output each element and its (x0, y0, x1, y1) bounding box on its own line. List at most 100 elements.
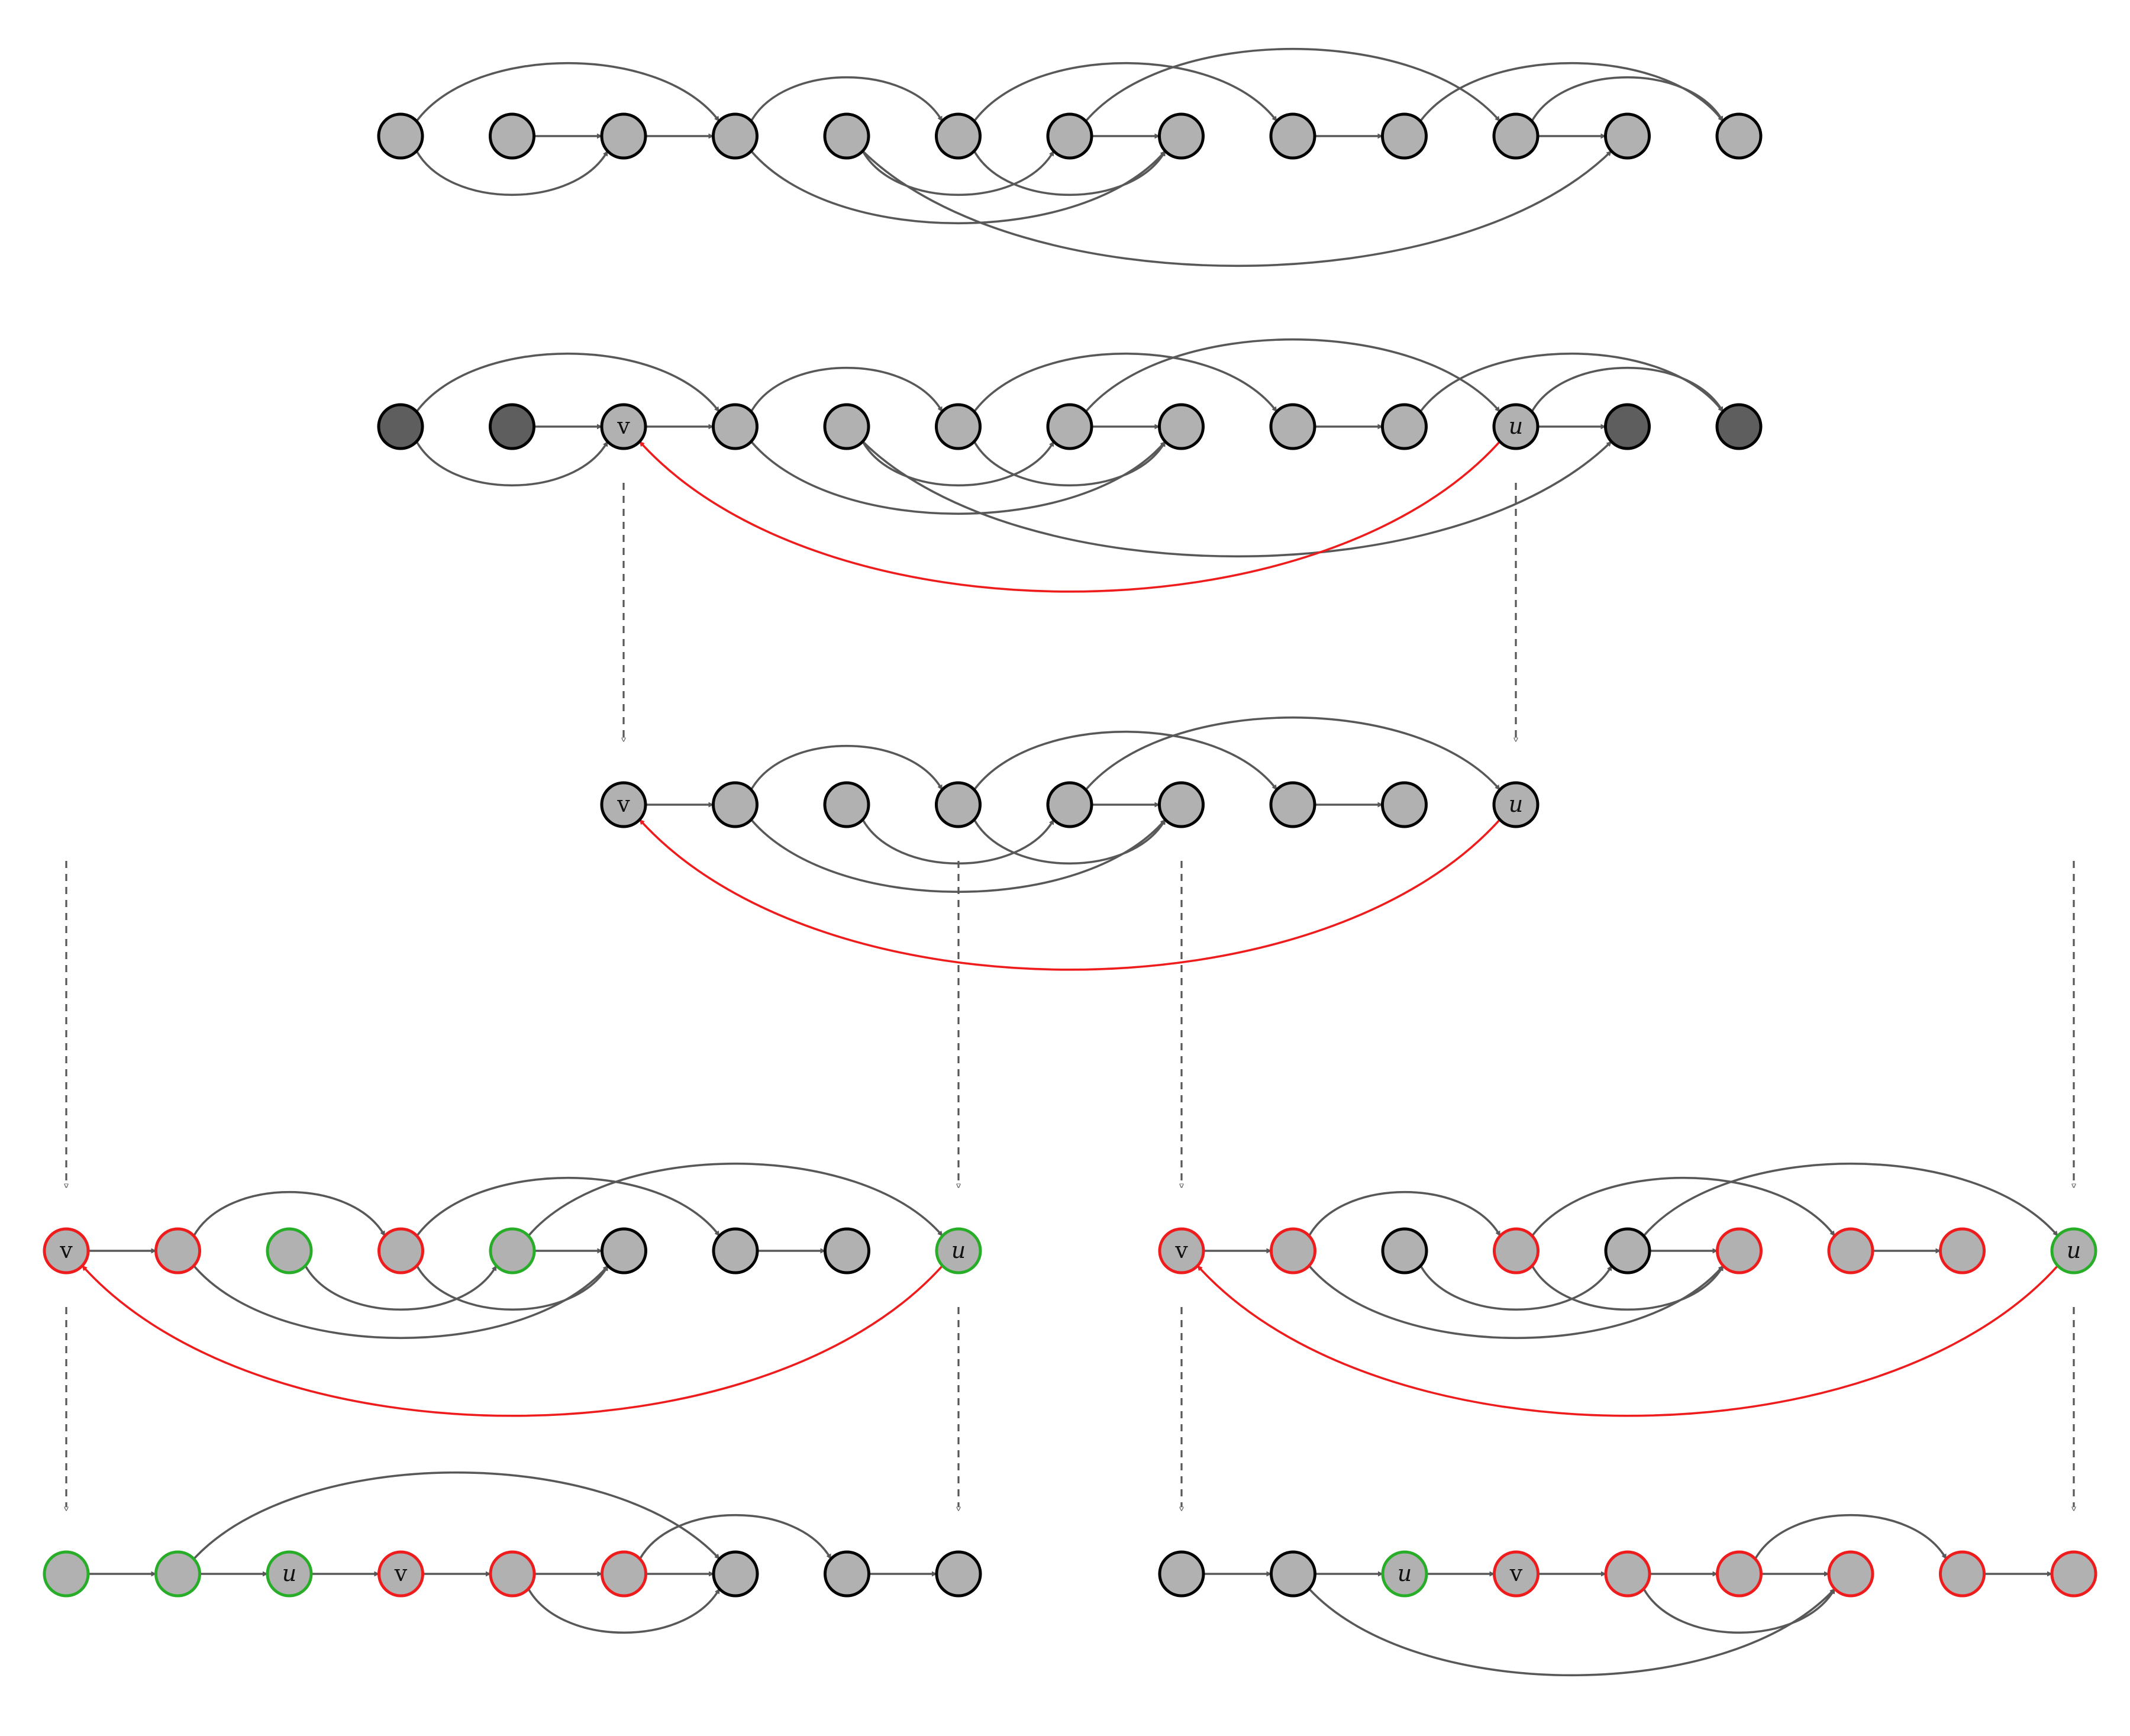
edge-arrow (1085, 47, 1501, 122)
graph-node (1381, 1227, 1428, 1274)
edge-arrow (527, 1162, 944, 1237)
node-u: u (2050, 1227, 2097, 1274)
edge-arrow (193, 1472, 721, 1560)
node-circle (1158, 1227, 1205, 1274)
node-circle (43, 1550, 90, 1598)
node-label: u (282, 1560, 296, 1586)
node-circle (377, 1227, 424, 1274)
node-circle (1493, 1550, 1540, 1598)
node-circle (1158, 112, 1205, 160)
node-circle (266, 1227, 313, 1274)
graph-node (1269, 403, 1316, 450)
node-v: v (1493, 1550, 1540, 1598)
edge-arrow (1308, 1265, 1724, 1340)
node-circle (712, 403, 759, 450)
graph-node (1939, 1227, 1986, 1274)
graph-node (600, 112, 647, 160)
node-circle (1270, 1227, 1316, 1274)
node-u: u (935, 1227, 982, 1274)
graph-node (823, 112, 870, 160)
back-edge-arrow (1196, 1265, 2059, 1417)
node-v: v (43, 1227, 90, 1274)
node-label: u (1509, 791, 1523, 817)
node-circle (1269, 781, 1316, 828)
edge-arrow (1531, 1176, 1836, 1237)
node-label: u (1398, 1560, 1412, 1586)
node-circle (1939, 1227, 1986, 1274)
edge-arrow (973, 819, 1166, 864)
node-circle (935, 781, 982, 828)
node-circle (377, 1550, 424, 1598)
node-u: u (1492, 403, 1540, 450)
edge-arrow (750, 150, 1166, 225)
node-circle (43, 1227, 90, 1274)
edge-arrow (1085, 716, 1501, 790)
node-circle (823, 781, 870, 828)
node-circle (1492, 112, 1540, 160)
graph-node (601, 1550, 647, 1598)
node-circle (712, 1550, 759, 1598)
node-circle (935, 112, 982, 160)
graph-node (1716, 1550, 1763, 1598)
graph-node (712, 1227, 759, 1274)
edge-arrow (973, 352, 1278, 412)
graph-node (1493, 1227, 1540, 1274)
graph-node (1604, 1227, 1651, 1274)
node-circle (489, 112, 535, 160)
edge-arrow (193, 1265, 609, 1340)
node-circle (935, 1227, 982, 1274)
graph-node (1939, 1550, 1986, 1598)
graph-node (489, 1550, 536, 1598)
node-circle (1381, 781, 1428, 828)
node-circle (1939, 1550, 1986, 1598)
edge-arrow (861, 440, 1612, 557)
node-label: u (1509, 413, 1523, 439)
node-circle (601, 1550, 647, 1598)
node-u: u (1492, 781, 1540, 828)
node-circle (712, 781, 759, 828)
graph-node (823, 781, 870, 828)
node-circle (712, 1227, 759, 1274)
edge-arrow (1308, 1191, 1501, 1237)
edge-arrow (973, 441, 1166, 486)
node-circle (1715, 112, 1763, 160)
graph-node (1046, 403, 1093, 450)
edge-arrow (415, 352, 720, 412)
node-v: v (600, 781, 647, 828)
graph-node (1046, 112, 1093, 160)
edge-arrow (1754, 1514, 1947, 1560)
node-label: u (951, 1237, 966, 1263)
graph-node (935, 403, 982, 450)
edge-arrow (415, 150, 609, 196)
edge-arrow (1531, 367, 1724, 412)
node-circle (1492, 403, 1540, 450)
node-circle (1046, 781, 1093, 828)
node-circle (154, 1227, 201, 1274)
back-edge-arrow (81, 1265, 944, 1417)
graph-node (1381, 403, 1428, 450)
node-circle (1046, 403, 1093, 450)
node-label: v (617, 413, 630, 439)
node-circle (1716, 1550, 1763, 1598)
edge-arrow (1085, 338, 1501, 412)
edge-arrow (750, 76, 943, 122)
node-circle (377, 403, 424, 450)
graph-node (2050, 1550, 2097, 1598)
flow-arrows (66, 483, 2074, 1511)
graph-node (1269, 781, 1316, 828)
graph-node (823, 403, 870, 450)
node-circle (600, 781, 647, 828)
graph-node (1604, 1550, 1651, 1598)
node-circle (2050, 1227, 2097, 1274)
node-circle (2050, 1550, 2097, 1598)
node-circle (266, 1550, 313, 1598)
edge-arrow (750, 819, 1166, 893)
node-circle (489, 1550, 536, 1598)
graph-node (377, 1227, 424, 1274)
graph-node (1827, 1550, 1874, 1598)
node-circle (935, 1550, 982, 1598)
edge-arrow (416, 1176, 721, 1237)
edge-arrow (1531, 76, 1724, 122)
node-circle (824, 1550, 870, 1598)
